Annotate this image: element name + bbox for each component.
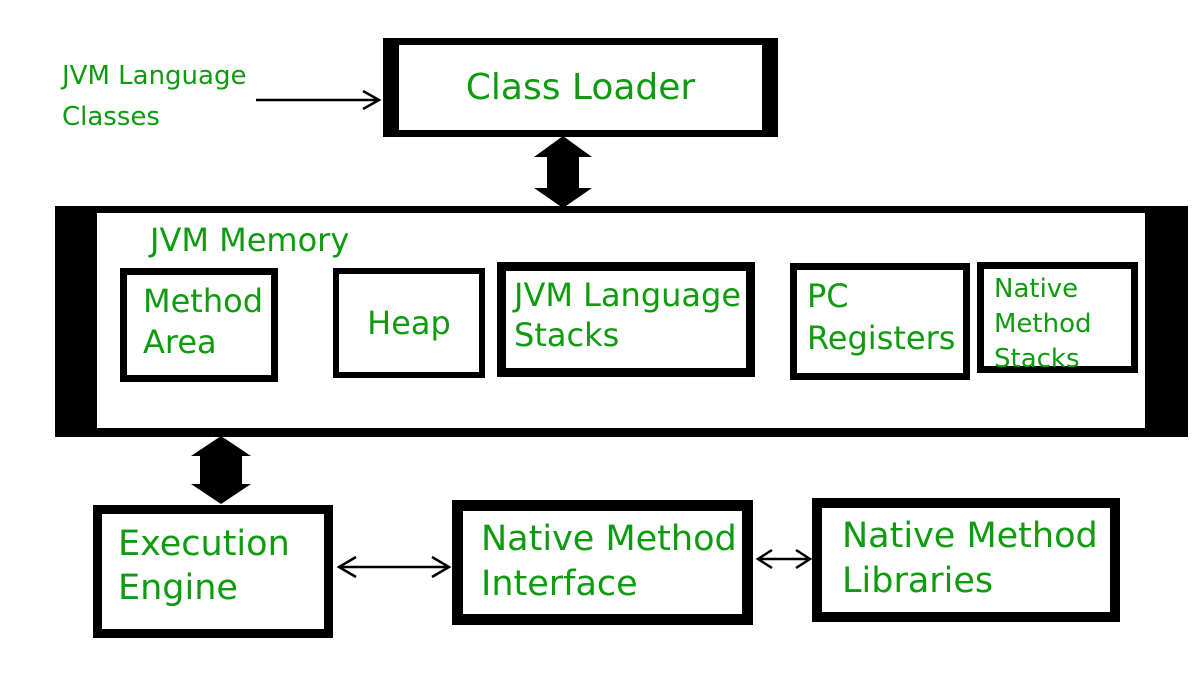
heap-box: Heap: [333, 268, 485, 378]
nmi-nml-arrow: [755, 548, 813, 570]
jvm-language-stacks-label: JVM Language Stacks: [514, 276, 742, 354]
native-method-stacks-box: Native Method Stacks: [977, 262, 1138, 374]
jvm-memory-inner: JVM Memory Method Area Heap JVM Language…: [97, 213, 1145, 428]
class-loader-label: Class Loader: [465, 67, 696, 108]
native-method-stacks-label: Native Method Stacks: [994, 274, 1092, 374]
class-loader-jvm-memory-arrow: [534, 136, 592, 208]
pc-registers-box: PC Registers: [790, 263, 970, 380]
classes-to-class-loader-arrow: [256, 89, 382, 111]
jvm-language-classes-label: JVM Language Classes: [62, 61, 247, 132]
native-method-libraries-box: Native Method Libraries: [812, 498, 1120, 622]
method-area-box: Method Area: [120, 268, 278, 382]
jvm-memory-title: JVM Memory: [150, 221, 350, 259]
native-method-interface-box: Native Method Interface: [452, 500, 753, 625]
execution-engine-label: Execution Engine: [118, 524, 290, 608]
native-method-interface-label: Native Method Interface: [481, 519, 737, 604]
pc-registers-label: PC Registers: [807, 277, 956, 357]
jvm-memory-execution-engine-arrow: [191, 436, 251, 504]
execution-engine-box: Execution Engine: [93, 505, 333, 638]
class-loader-box: Class Loader: [383, 38, 778, 137]
jvm-language-stacks-box: JVM Language Stacks: [497, 262, 755, 377]
execution-engine-nmi-arrow: [336, 555, 452, 579]
method-area-label: Method Area: [143, 282, 264, 361]
native-method-libraries-label: Native Method Libraries: [842, 516, 1098, 601]
jvm-memory-box: JVM Memory Method Area Heap JVM Language…: [55, 206, 1188, 437]
heap-label: Heap: [367, 304, 451, 342]
